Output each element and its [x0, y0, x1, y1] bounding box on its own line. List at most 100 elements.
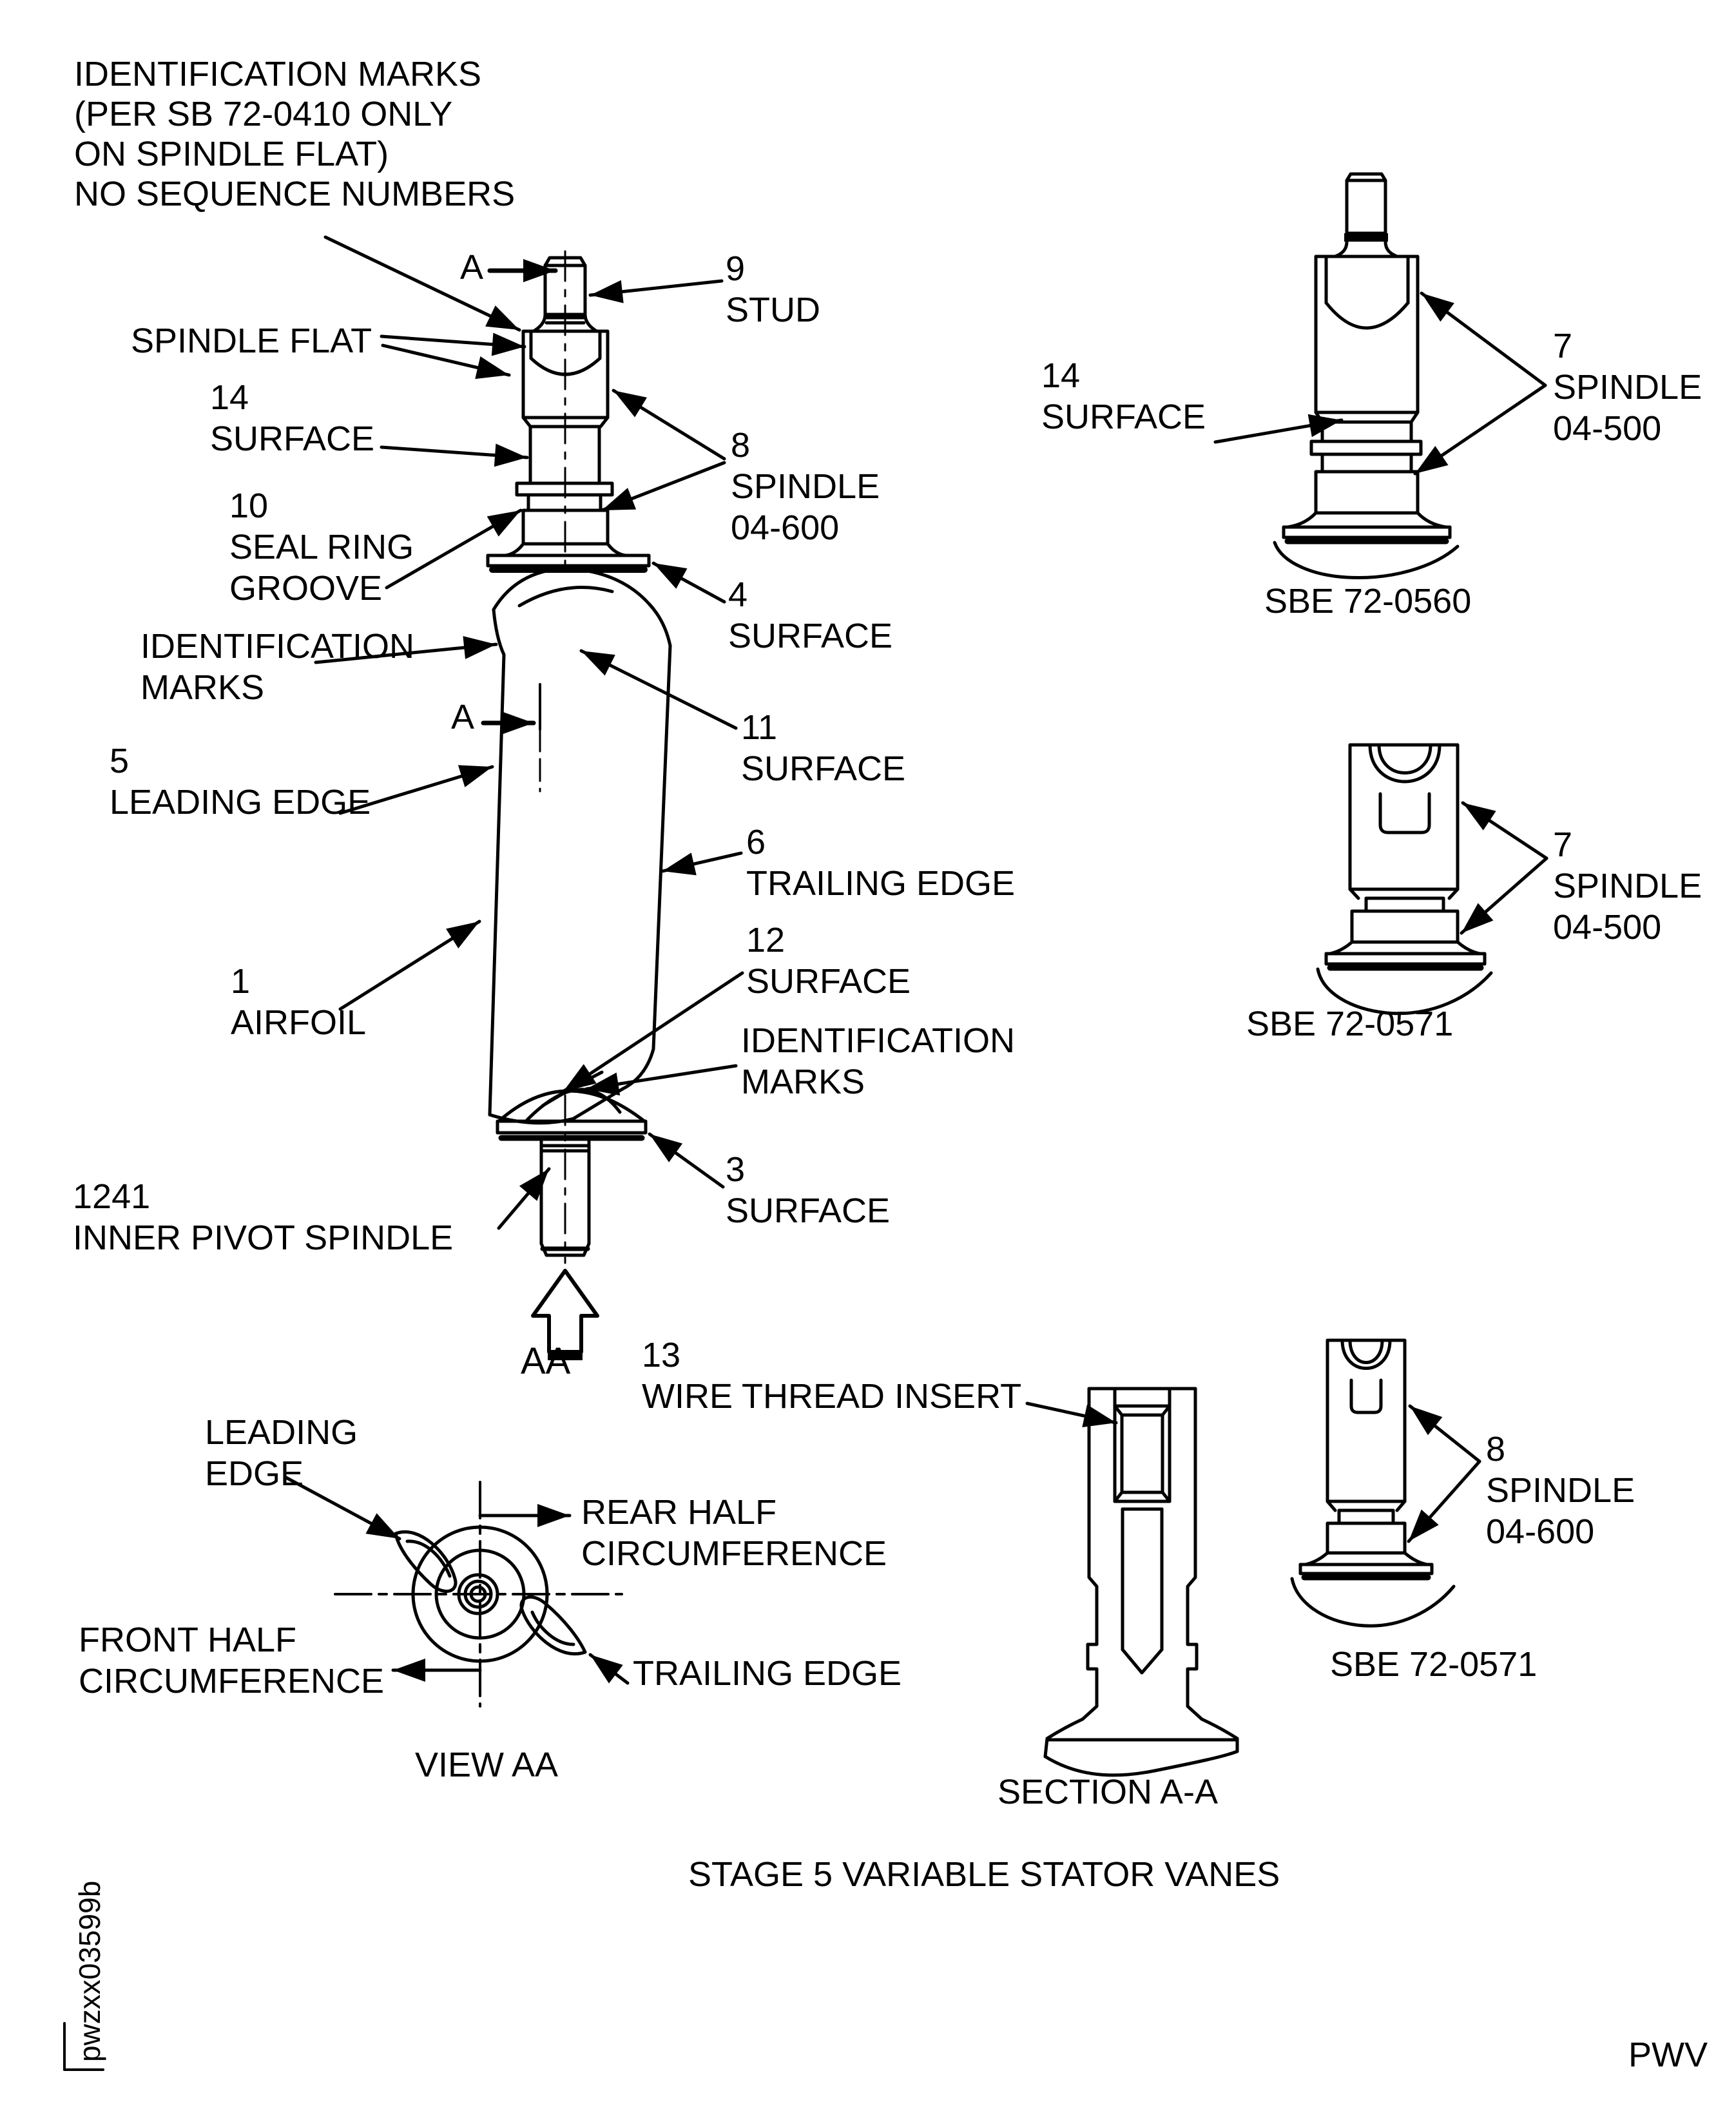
leader-line: [1407, 1459, 1481, 1543]
corner-bracket: [63, 2022, 104, 2071]
front-half-label2: CIRCUMFERENCE: [79, 1662, 385, 1700]
leader-line: [1420, 291, 1547, 387]
view-leading-edge2: EDGE: [205, 1454, 304, 1493]
callout-airfoil: AIRFOIL: [231, 1003, 367, 1042]
footer-code: PWV: [1628, 2036, 1708, 2074]
callout-leading-edge: LEADING EDGE: [110, 783, 371, 822]
callout-wire-insert-number: 13: [642, 1336, 681, 1374]
vane-platform-top: [492, 566, 672, 657]
leader-arrow: [380, 332, 526, 356]
right-spindle04600-number: 8: [1486, 1430, 1506, 1469]
leader-arrow: [323, 235, 521, 332]
callout-surface11-number: 11: [741, 708, 778, 747]
view-direction-arrow: [531, 1269, 599, 1360]
leader-arrow: [648, 1132, 725, 1189]
callout-surface3-number: 3: [726, 1150, 746, 1189]
view-arrow-letters: AA: [521, 1340, 571, 1382]
id-note-line: (PER SB 72-0410 ONLY: [74, 95, 453, 133]
spindle-mid-shape: [486, 416, 651, 573]
leader-arrow: [385, 508, 523, 590]
figure-title: STAGE 5 VARIABLE STATOR VANES: [688, 1855, 1280, 1894]
sbe-72-0560-caption: SBE 72-0560: [1264, 582, 1472, 621]
leader-arrow: [1025, 1401, 1118, 1427]
leader-arrow: [561, 971, 744, 1093]
leader-arrow: [588, 1653, 630, 1685]
right-surface14: SURFACE: [1041, 398, 1206, 436]
right-spindle04600: SPINDLE: [1486, 1471, 1635, 1510]
leader-arrow: [283, 1475, 401, 1541]
leader-arrow: [338, 765, 494, 815]
callout-trailing-edge: TRAILING EDGE: [746, 864, 1016, 903]
callout-stud-number: 9: [726, 249, 746, 288]
spindle-04-600-right-drawing: [1290, 1338, 1481, 1628]
callout-spindle04600-code: 04-600: [731, 508, 840, 547]
threaded-bore-shape: [1121, 1507, 1164, 1675]
leader-arrows-main: [314, 235, 744, 1230]
leader-arrow: [381, 343, 511, 380]
callout-pivot-number: 1241: [73, 1177, 151, 1216]
sbe-72-0571-mid-caption: SBE 72-0571: [1246, 1005, 1454, 1043]
leader-arrow: [338, 920, 481, 1011]
leader-arrow: [314, 636, 498, 664]
leader-arrow: [588, 279, 724, 303]
leader-line: [1460, 856, 1548, 935]
leader-arrow: [380, 443, 529, 467]
id-note-line: IDENTIFICATION MARKS: [74, 55, 482, 93]
right-spindle04500-mid: SPINDLE: [1553, 867, 1702, 905]
image-code: pwzxx03599b: [73, 1880, 106, 2062]
leader-arrow: [651, 561, 726, 604]
callout-pivot: INNER PIVOT SPINDLE: [73, 1218, 454, 1257]
rear-half-label2: CIRCUMFERENCE: [581, 1534, 887, 1573]
callout-surface14: SURFACE: [210, 419, 375, 458]
trailing-blade: [519, 1595, 587, 1655]
callout-surface4-number: 4: [728, 575, 748, 614]
callout-surface11: SURFACE: [741, 749, 906, 788]
wire-thread-insert-shape: [1113, 1387, 1172, 1503]
leading-blade: [394, 1530, 458, 1593]
right-spindle04500-top: SPINDLE: [1553, 368, 1702, 407]
callout-wire-insert: WIRE THREAD INSERT: [642, 1377, 1022, 1416]
section-aa-drawing: [1025, 1387, 1239, 1777]
sbe-72-0571-bottom-caption: SBE 72-0571: [1330, 1645, 1538, 1684]
callout-seal-ring: SEAL RING: [229, 528, 414, 566]
callout-leading-edge-number: 5: [110, 742, 130, 780]
callout-surface12: SURFACE: [746, 962, 911, 1001]
rear-half-label: REAR HALF: [581, 1493, 777, 1532]
view-aa-caption: VIEW AA: [415, 1746, 559, 1784]
leader-line: [1461, 801, 1548, 860]
id-note-line: NO SEQUENCE NUMBERS: [74, 175, 516, 213]
view-leading-edge: LEADING: [205, 1413, 358, 1452]
spindle-flat-shape: [521, 329, 610, 419]
view-trailing-edge: TRAILING EDGE: [633, 1654, 902, 1693]
callout-surface4: SURFACE: [728, 617, 893, 655]
callout-id-marks-lower: IDENTIFICATION: [741, 1021, 1015, 1060]
leader-line: [1408, 1404, 1481, 1463]
right-spindle04600-code: 04-600: [1486, 1512, 1595, 1551]
inner-pivot-spindle-shape: [539, 1137, 591, 1257]
spindle-04-500-mid-drawing: [1316, 743, 1548, 1016]
leader-arrow: [612, 389, 726, 461]
section-aa-caption: SECTION A-A: [998, 1773, 1219, 1811]
callout-surface12-number: 12: [746, 921, 786, 959]
section-letter-top: A: [460, 248, 484, 287]
front-half-label: FRONT HALF: [79, 1621, 297, 1659]
callout-surface3: SURFACE: [726, 1191, 891, 1230]
airfoil-shape: [488, 644, 672, 1125]
right-spindle04500-top-code: 04-500: [1553, 409, 1662, 448]
leader-arrow: [579, 649, 738, 730]
right-surface14-number: 14: [1041, 356, 1081, 395]
leader-arrow: [497, 1167, 551, 1230]
callout-seal-ring-groove: GROOVE: [229, 569, 383, 608]
right-spindle04500-mid-number: 7: [1553, 825, 1573, 864]
right-spindle04500-mid-code: 04-500: [1553, 908, 1662, 947]
view-aa-drawing: [283, 1475, 630, 1708]
callout-id-marks-upper2: MARKS: [140, 668, 265, 707]
spindle-04-500-top-drawing: [1213, 172, 1547, 579]
callout-stud: STUD: [726, 291, 820, 329]
callout-trailing-edge-number: 6: [746, 823, 766, 862]
callout-spindle04600: SPINDLE: [731, 467, 880, 506]
callout-airfoil-number: 1: [231, 962, 251, 1001]
id-note-line: ON SPINDLE FLAT): [74, 135, 389, 173]
